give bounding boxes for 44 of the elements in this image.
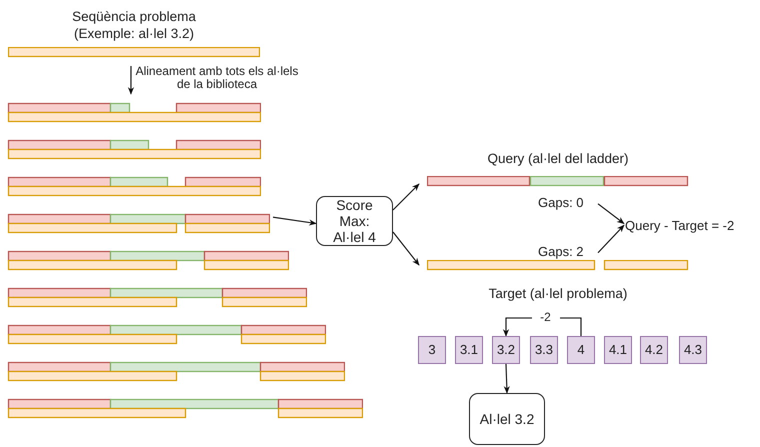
alignment-row-drawing — [7, 213, 270, 234]
arrow — [272, 216, 317, 226]
edge-label: Alineament amb tots els al·lels de la biblioteca — [134, 65, 300, 91]
allele-label: 3 — [428, 342, 436, 358]
arrow — [504, 364, 510, 394]
result-text: Score Max: Al·lel 4 — [332, 197, 377, 245]
alignment-row-drawing — [7, 102, 261, 123]
arrow — [128, 66, 134, 95]
sequence-heading: Query (al·lel del ladder) — [486, 150, 630, 167]
annotation-text: Gaps: 2 — [538, 244, 585, 260]
arrow — [392, 232, 420, 266]
allele-box — [455, 336, 483, 364]
allele-box — [604, 336, 632, 364]
alignment-row-drawing — [7, 176, 261, 197]
alignment-row-drawing — [7, 139, 261, 160]
allele-label: 3.1 — [460, 342, 478, 358]
allele-label: 4.3 — [684, 342, 702, 358]
annotation-text: Gaps: 0 — [538, 195, 585, 211]
allele-label: 3.2 — [496, 342, 516, 358]
alignment-row-drawing — [7, 250, 289, 271]
alignment-row-drawing — [7, 324, 326, 345]
result-text: Al·lel 3.2 — [480, 411, 534, 427]
arrow — [598, 224, 625, 254]
arrow — [598, 203, 625, 224]
alignment-row-drawing — [7, 361, 345, 382]
arrow — [392, 183, 420, 210]
allele-label: 3.3 — [534, 342, 554, 358]
result-box — [469, 393, 545, 445]
alignment-row-drawing — [7, 398, 363, 419]
edge-label: -2 — [532, 311, 560, 324]
alignment-row-drawing — [7, 287, 307, 308]
allele-box — [418, 336, 446, 364]
sequence-heading: Seqüència problema (Exemple: al·lel 3.2) — [71, 8, 197, 42]
allele-box — [492, 336, 520, 364]
allele-label: 4.1 — [608, 342, 628, 358]
allele-box — [567, 336, 595, 364]
allele-label: 4 — [577, 342, 585, 358]
allele-box — [679, 336, 707, 364]
allele-box — [530, 336, 558, 364]
allele-label: 4.2 — [644, 342, 664, 358]
result-box — [316, 196, 393, 246]
sequence-heading: Target (al·lel problema) — [488, 285, 628, 302]
annotation-text: Query - Target = -2 — [625, 218, 736, 234]
allele-box — [640, 336, 668, 364]
